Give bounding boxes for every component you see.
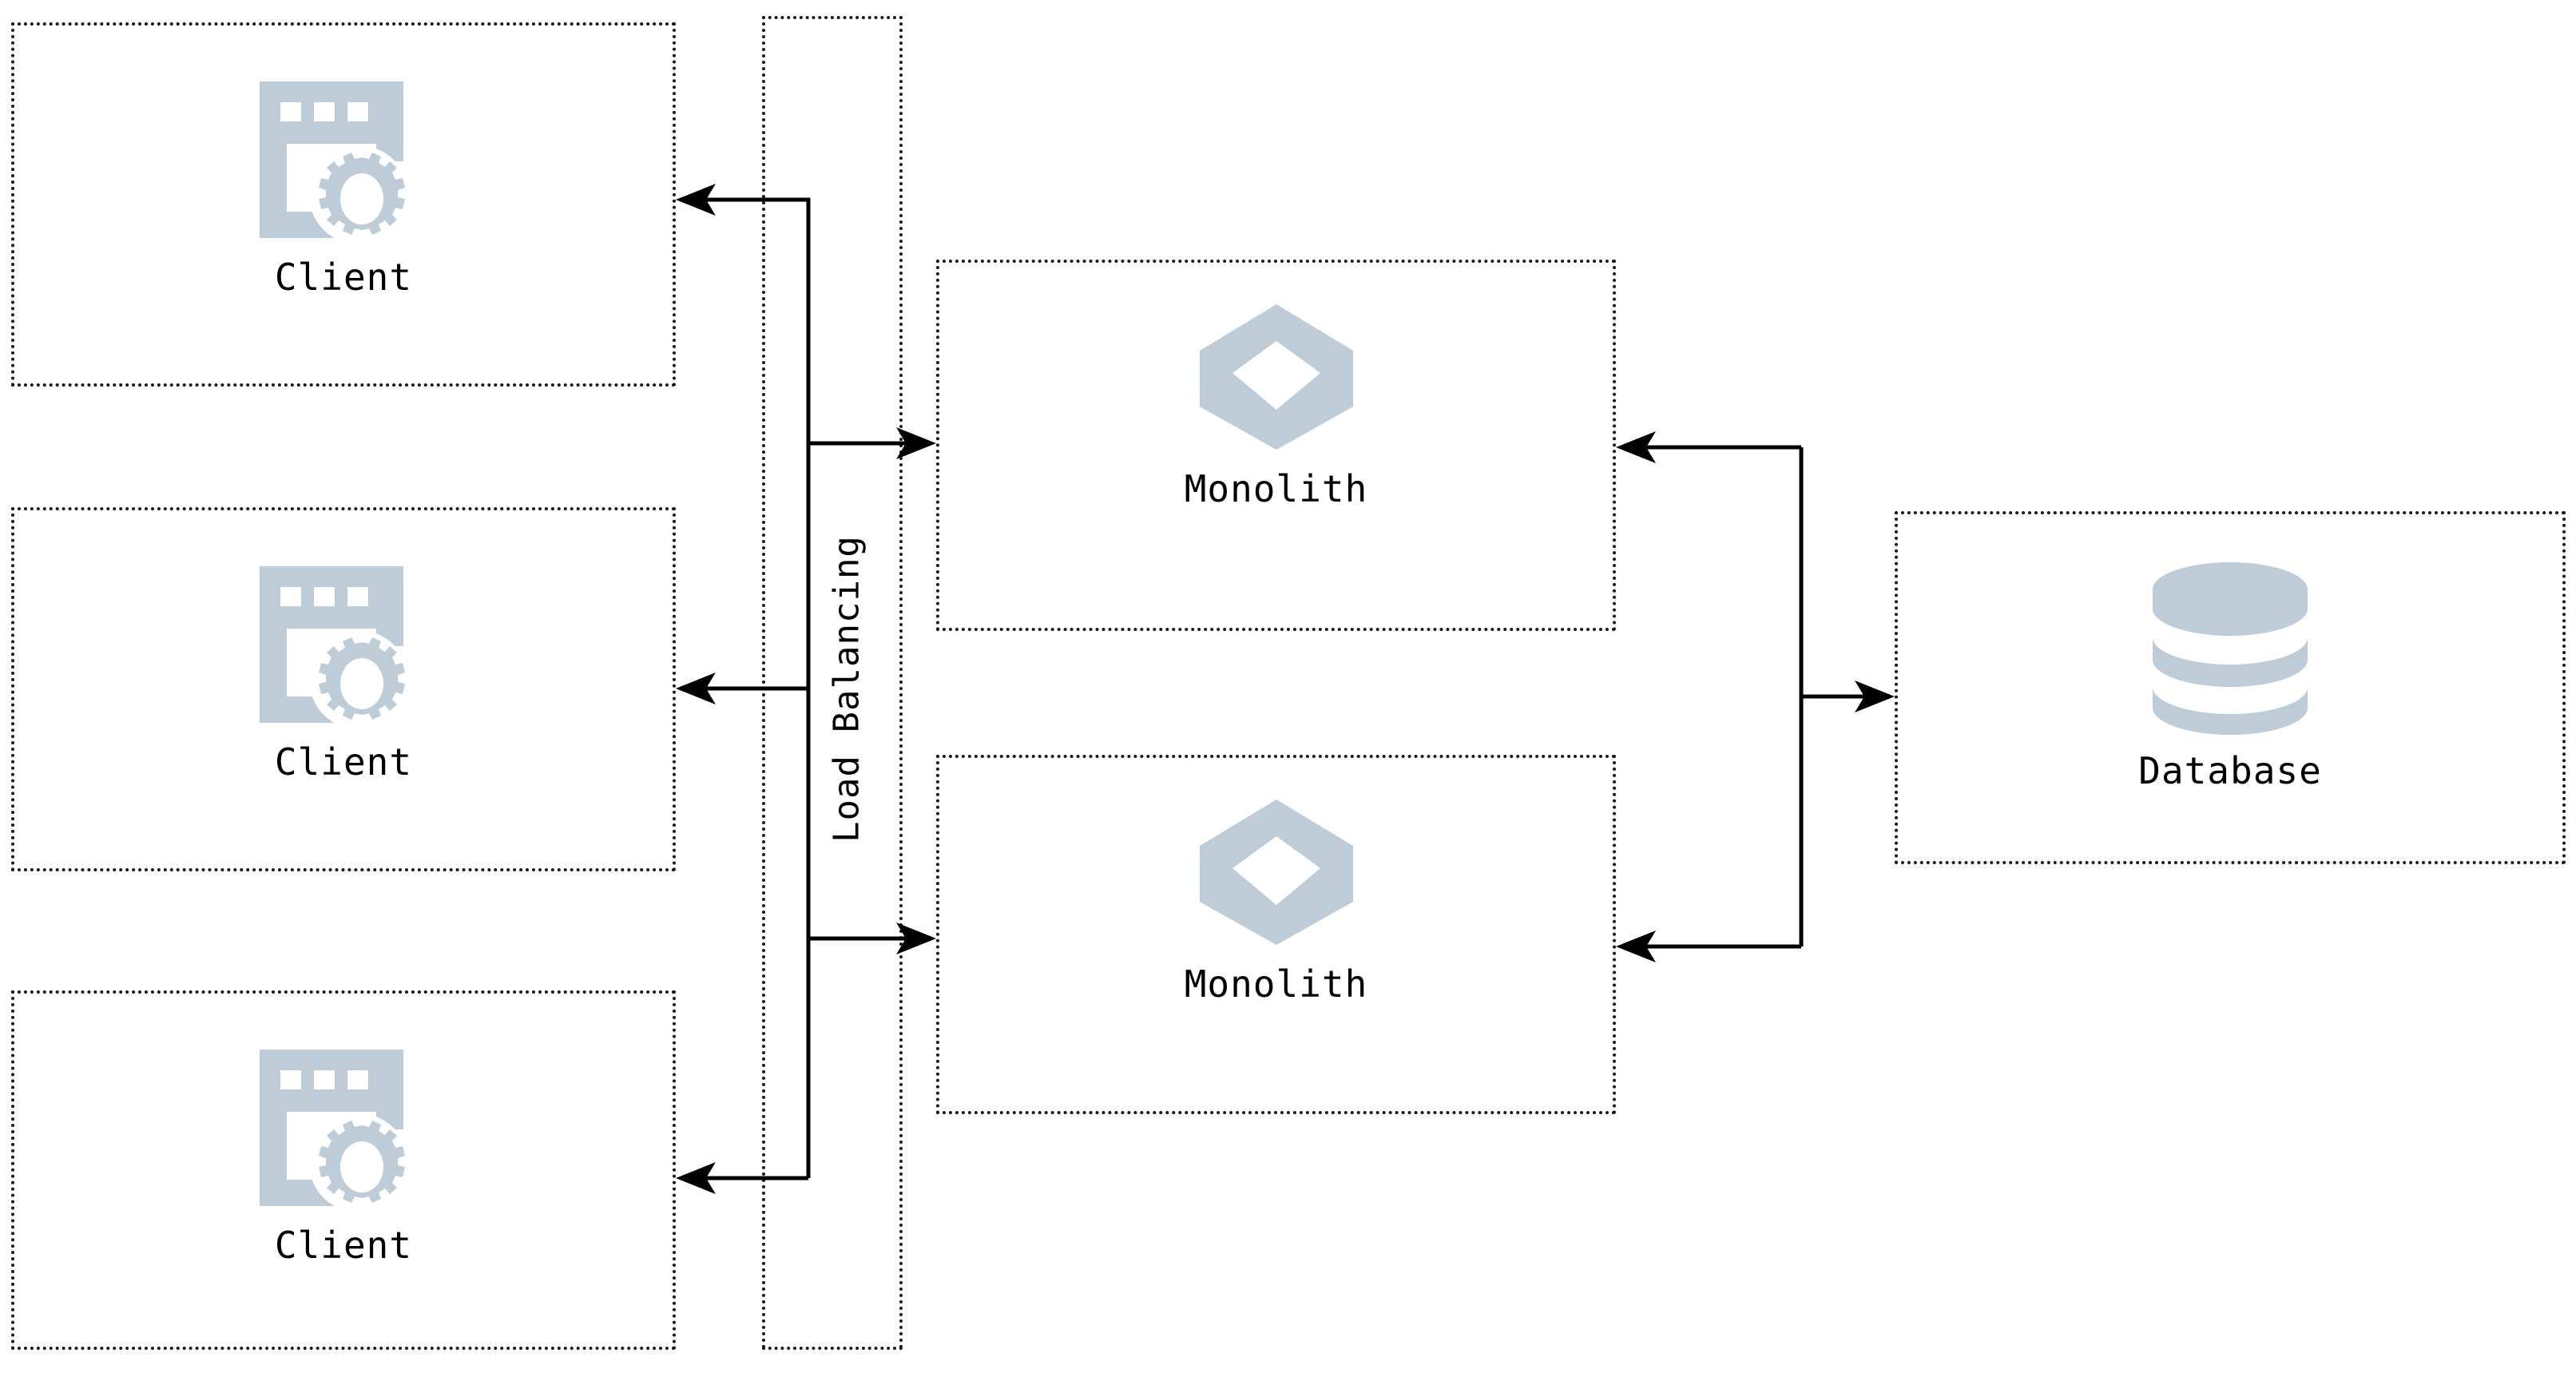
edge-db-to-monolith-2 (1616, 931, 1801, 962)
node-label-client-3: Client (274, 1224, 413, 1267)
edge-bus-to-database (1801, 681, 1895, 712)
node-client-1[interactable]: Client (11, 22, 676, 387)
cube-icon (1197, 796, 1356, 948)
node-monolith-2[interactable]: Monolith (936, 755, 1616, 1114)
node-label-client-2: Client (274, 740, 413, 784)
node-label-client-1: Client (274, 256, 413, 299)
group-label-load-balancing: Load Balancing (826, 535, 867, 843)
node-monolith-1[interactable]: Monolith (936, 260, 1616, 631)
node-client-3[interactable]: Client (11, 990, 676, 1350)
node-database[interactable]: Database (1895, 511, 2566, 864)
node-client-2[interactable]: Client (11, 507, 676, 871)
browser-gear-icon (260, 81, 427, 244)
node-label-monolith-1: Monolith (1184, 467, 1368, 510)
cube-icon (1197, 301, 1356, 453)
browser-gear-icon (260, 1050, 427, 1212)
browser-gear-icon (260, 566, 427, 729)
node-label-database: Database (2138, 749, 2322, 792)
node-label-monolith-2: Monolith (1184, 962, 1368, 1006)
edge-db-to-monolith-1 (1616, 431, 1804, 946)
database-cylinder-icon (2146, 561, 2314, 735)
